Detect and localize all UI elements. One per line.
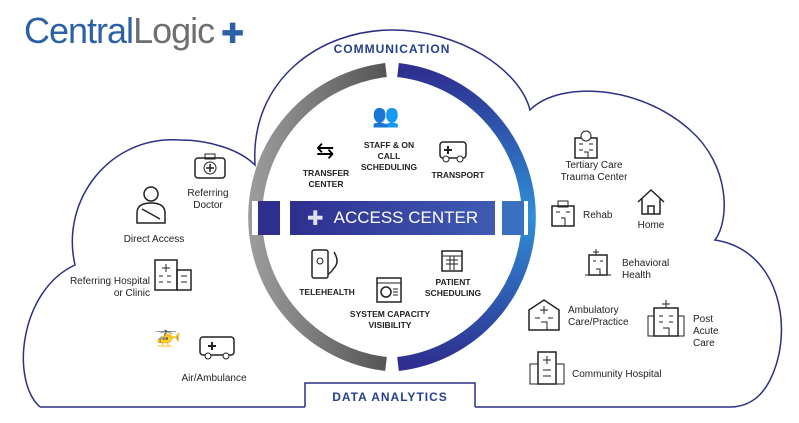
right-rehab: Rehab: [583, 210, 613, 221]
behavioral-icon: [585, 249, 611, 276]
left-referring-hospital: Referring Hospital or Clinic: [69, 276, 150, 299]
service-transfer-center: TRANSFER CENTER: [302, 168, 350, 189]
right-home: Home: [637, 220, 665, 231]
service-telehealth: TELEHEALTH: [299, 287, 355, 297]
transfer-arrows-icon: ⇆: [316, 138, 335, 163]
logo-plus-icon: ✚: [214, 18, 244, 49]
left-referring-doctor: Referring Doctor: [187, 188, 229, 211]
right-community-hospital: Community Hospital: [572, 369, 662, 380]
community-hospital-icon: [529, 351, 565, 385]
ring-right: [397, 63, 536, 371]
telehealth-icon: [311, 249, 338, 279]
communication-header: COMMUNICATION: [333, 42, 451, 56]
staff-icon: 👥: [372, 103, 400, 128]
service-patient-scheduling: PATIENT SCHEDULING: [424, 277, 482, 298]
right-post-acute-care: Post Acute Care: [693, 314, 719, 349]
home-icon: [637, 188, 665, 215]
dashboard-icon: [376, 277, 402, 303]
data-analytics-box: [304, 382, 476, 407]
right-behavioral-health: Behavioral Health: [622, 258, 670, 281]
hospital-icon: [154, 259, 192, 291]
access-center-banner: ✚ACCESS CENTER: [290, 201, 495, 235]
plus-icon: ✚: [306, 207, 324, 230]
right-tertiary-care: Tertiary Care Trauma Center: [560, 160, 628, 183]
left-air-ambulance: Air/Ambulance: [181, 373, 247, 384]
centrallogic-logo: CentralLogic ✚: [24, 10, 244, 51]
service-transport: TRANSPORT: [431, 170, 485, 180]
ambulance-icon: [439, 141, 467, 163]
cloud-outline: [22, 29, 783, 408]
medical-bag-icon: [194, 153, 226, 179]
clinic-icon: [528, 299, 560, 331]
tertiary-hospital-icon: [574, 130, 598, 159]
service-staff-scheduling: STAFF & ON CALL SCHEDULING: [360, 140, 418, 172]
rehab-icon: [551, 200, 575, 227]
right-ambulatory-care: Ambulatory Care/Practice: [568, 305, 629, 328]
service-system-capacity: SYSTEM CAPACITY VISIBILITY: [349, 309, 431, 330]
patient-icon: [136, 186, 166, 224]
data-analytics-header: DATA ANALYTICS: [332, 390, 448, 404]
helicopter-ambulance-icon: [199, 336, 235, 360]
calendar-icon: [441, 250, 463, 272]
left-direct-access: Direct Access: [123, 234, 185, 245]
post-acute-icon: [647, 300, 685, 337]
helicopter-icon: 🚁: [154, 322, 182, 347]
